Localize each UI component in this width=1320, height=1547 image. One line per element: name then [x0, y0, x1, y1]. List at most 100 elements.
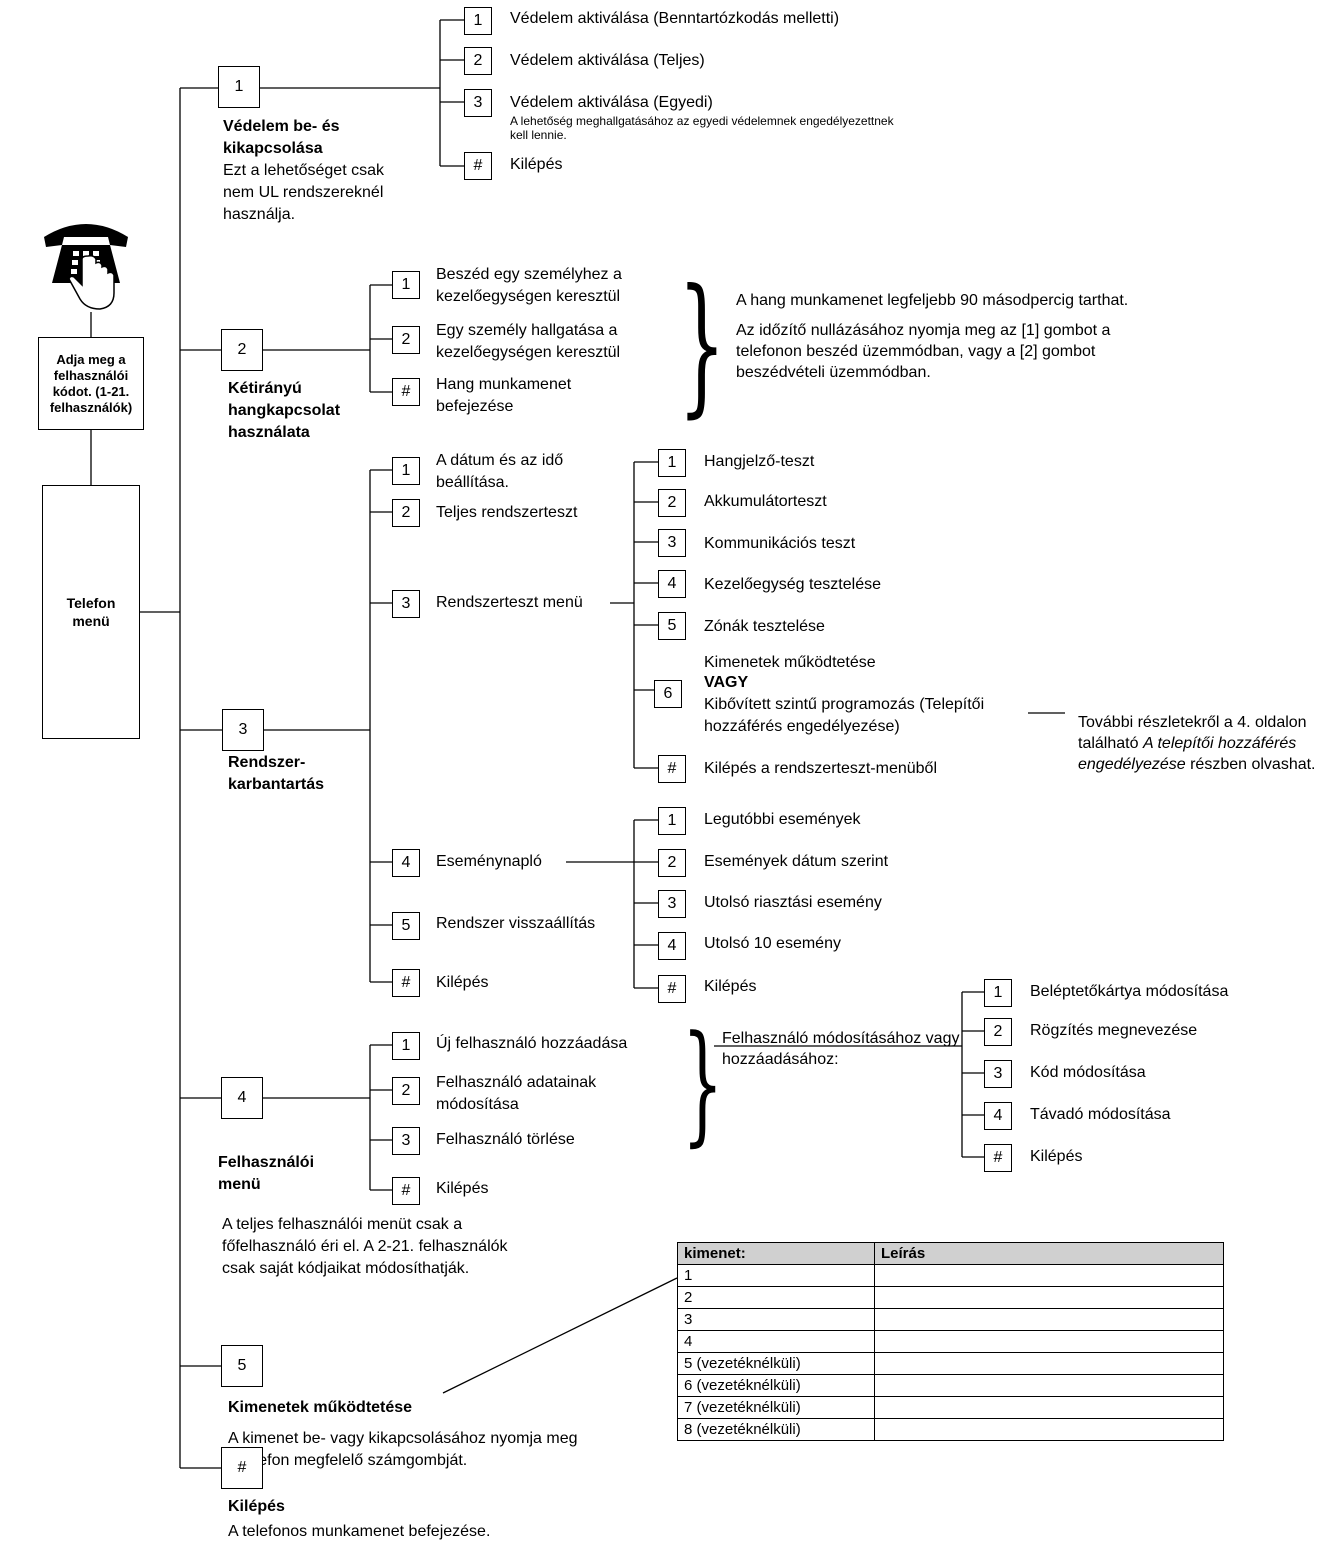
description-cell[interactable]: [874, 1418, 1224, 1441]
test-exit-label: Kilépés a rendszerteszt-menüből: [704, 760, 938, 777]
menu1-exit-key[interactable]: #: [464, 152, 492, 180]
test-item6-label-a: Kimenetek működtetése: [704, 654, 876, 671]
modify-item3-key[interactable]: 3: [984, 1060, 1012, 1088]
test-item5-key[interactable]: 5: [658, 612, 686, 640]
telephone-keypad-hand-icon: [44, 224, 128, 310]
menu4-item3-key[interactable]: 3: [392, 1127, 420, 1155]
output-cell: 5 (vezetéknélküli): [677, 1352, 875, 1375]
table-row: 7 (vezetéknélküli): [677, 1396, 1224, 1419]
modify-item3-label: Kód módosítása: [1030, 1064, 1146, 1081]
menu4-key[interactable]: 4: [221, 1077, 263, 1119]
exit-note: A telefonos munkamenet befejezése.: [228, 1523, 491, 1540]
menu4-brace: }: [682, 1007, 724, 1159]
installer-note-italic: A telepítői hozzáférés engedélyezése: [1078, 735, 1297, 773]
log-item3-key[interactable]: 3: [658, 890, 686, 918]
test-item2-key[interactable]: 2: [658, 489, 686, 517]
menu3-item5-key[interactable]: 5: [392, 912, 420, 940]
menu1-exit-label: Kilépés: [510, 156, 563, 173]
log-item4-key[interactable]: 4: [658, 932, 686, 960]
test-item6-label-b: Kibővített szintű programozás (Telepítői…: [704, 696, 985, 735]
exit-key[interactable]: #: [221, 1447, 263, 1489]
menu3-title: Rendszer-karbantartás: [228, 754, 325, 793]
test-item6-key[interactable]: 6: [654, 680, 682, 708]
log-exit-label: Kilépés: [704, 978, 757, 995]
test-item4-label: Kezelőegység tesztelése: [704, 576, 881, 593]
output-cell: 4: [677, 1330, 875, 1353]
outputs-col-description: Leírás: [874, 1242, 1224, 1265]
table-row: 6 (vezetéknélküli): [677, 1374, 1224, 1397]
menu2-key[interactable]: 2: [221, 329, 263, 371]
log-item1-label: Legutóbbi események: [704, 811, 861, 828]
menu4-item1-key[interactable]: 1: [392, 1032, 420, 1060]
log-item1-key[interactable]: 1: [658, 807, 686, 835]
menu2-item2-key[interactable]: 2: [392, 326, 420, 354]
menu3-item5-label: Rendszer visszaállítás: [436, 915, 596, 932]
menu4-item2-key[interactable]: 2: [392, 1077, 420, 1105]
menu3-item3-key[interactable]: 3: [392, 590, 420, 618]
menu3-exit-label: Kilépés: [436, 974, 489, 991]
table-row: 2: [677, 1286, 1224, 1309]
outputs-table-header: kimenet: Leírás: [677, 1242, 1224, 1265]
modify-item1-label: Beléptetőkártya módosítása: [1030, 983, 1229, 1000]
outputs-col-output: kimenet:: [677, 1242, 875, 1265]
menu3-key[interactable]: 3: [222, 709, 264, 751]
menu4-item2-label: Felhasználó adatainak módosítása: [436, 1074, 597, 1113]
menu4-exit-key[interactable]: #: [392, 1177, 420, 1205]
menu2-brace: }: [678, 258, 726, 432]
menu2-info-line2: Az időzítő nullázásához nyomja meg az [1…: [736, 322, 1111, 381]
test-item4-key[interactable]: 4: [658, 570, 686, 598]
phone-menu-label: Telefon menü: [66, 595, 116, 629]
description-cell[interactable]: [874, 1308, 1224, 1331]
description-cell[interactable]: [874, 1374, 1224, 1397]
table-row: 5 (vezetéknélküli): [677, 1352, 1224, 1375]
menu1-title: Védelem be- és kikapcsolása: [223, 118, 340, 157]
modify-item2-key[interactable]: 2: [984, 1018, 1012, 1046]
menu2-exit-label: Hang munkamenet befejezése: [436, 376, 572, 415]
menu1-item2-key[interactable]: 2: [464, 47, 492, 75]
menu2-item2-label: Egy személy hallgatása a kezelőegységen …: [436, 322, 621, 361]
output-cell: 2: [677, 1286, 875, 1309]
menu4-note: A teljes felhasználói menüt csak a főfel…: [222, 1216, 508, 1277]
menu1-item3-key[interactable]: 3: [464, 89, 492, 117]
modify-label: Felhasználó módosításához vagy hozzáadás…: [722, 1030, 960, 1068]
test-exit-key[interactable]: #: [658, 755, 686, 783]
menu5-note: A kimenet be- vagy kikapcsolásához nyomj…: [228, 1430, 578, 1469]
output-cell: 3: [677, 1308, 875, 1331]
menu5-key[interactable]: 5: [221, 1345, 263, 1387]
description-cell[interactable]: [874, 1264, 1224, 1287]
menu2-item1-key[interactable]: 1: [392, 271, 420, 299]
modify-exit-label: Kilépés: [1030, 1148, 1083, 1165]
menu1-item1-key[interactable]: 1: [464, 7, 492, 35]
table-row: 4: [677, 1330, 1224, 1353]
menu4-item1-label: Új felhasználó hozzáadása: [436, 1035, 628, 1052]
test-item1-label: Hangjelző-teszt: [704, 453, 815, 470]
modify-exit-key[interactable]: #: [984, 1144, 1012, 1172]
output-cell: 8 (vezetéknélküli): [677, 1418, 875, 1441]
log-item3-label: Utolsó riasztási esemény: [704, 894, 882, 911]
menu3-item1-key[interactable]: 1: [392, 457, 420, 485]
test-item1-key[interactable]: 1: [658, 449, 686, 477]
description-cell[interactable]: [874, 1286, 1224, 1309]
modify-item4-key[interactable]: 4: [984, 1102, 1012, 1130]
description-cell[interactable]: [874, 1330, 1224, 1353]
test-item3-key[interactable]: 3: [658, 529, 686, 557]
description-cell[interactable]: [874, 1352, 1224, 1375]
menu2-item1-label: Beszéd egy személyhez a kezelőegységen k…: [436, 266, 622, 305]
menu5-title: Kimenetek működtetése: [228, 1399, 413, 1416]
menu1-key[interactable]: 1: [218, 66, 260, 108]
menu4-title: Felhasználói menü: [218, 1154, 315, 1193]
log-item2-label: Események dátum szerint: [704, 853, 889, 870]
menu3-exit-key[interactable]: #: [392, 969, 420, 997]
phone-menu-box: Telefon menü: [42, 485, 140, 739]
output-cell: 7 (vezetéknélküli): [677, 1396, 875, 1419]
modify-item1-key[interactable]: 1: [984, 979, 1012, 1007]
user-code-box: Adja meg a felhasználói kódot. (1-21. fe…: [38, 337, 144, 430]
menu2-exit-key[interactable]: #: [392, 378, 420, 406]
log-item2-key[interactable]: 2: [658, 849, 686, 877]
log-exit-key[interactable]: #: [658, 975, 686, 1003]
menu3-item2-key[interactable]: 2: [392, 499, 420, 527]
menu3-item4-key[interactable]: 4: [392, 849, 420, 877]
description-cell[interactable]: [874, 1396, 1224, 1419]
